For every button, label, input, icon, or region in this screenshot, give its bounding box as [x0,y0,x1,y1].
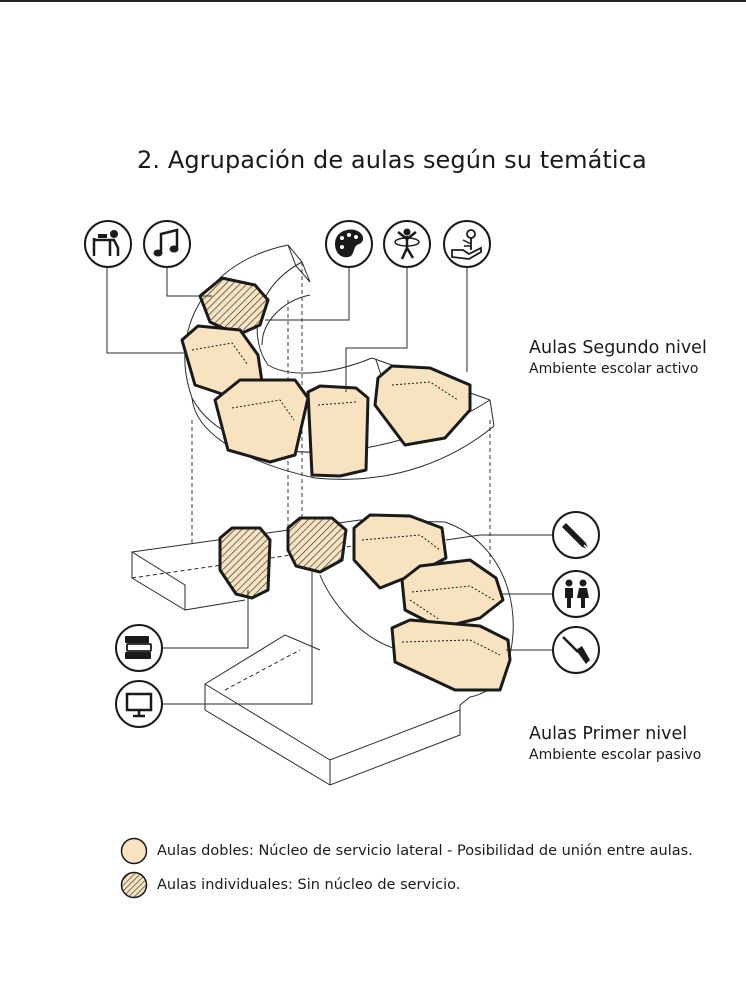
legend-label-individual: Aulas individuales: Sin núcleo de servic… [157,877,461,893]
lower-classrooms [218,513,512,692]
paint-palette-icon [325,220,373,268]
leader-lines [106,268,552,705]
dance-hoop-icon [383,220,431,268]
computer-icon [115,680,163,728]
solid-swatch-icon [120,837,148,865]
children-icon [552,570,600,618]
plant-in-hand-icon [443,220,491,268]
lower-level-subtitle: Ambiente escolar pasivo [529,747,702,763]
legend-label-double: Aulas dobles: Núcleo de servicio lateral… [157,843,693,859]
reading-desk-icon [84,220,132,268]
upper-classrooms [180,276,472,478]
classroom-lower-individual-2 [286,516,348,574]
classroom-lower-2 [400,558,505,630]
screwdriver-icon [552,626,600,674]
legend-item-individual: Aulas individuales: Sin núcleo de servic… [120,870,460,900]
lower-level-title: Aulas Primer nivel [529,724,688,744]
classroom-upper-individual [198,276,270,337]
classroom-upper-4 [373,364,472,447]
upper-level-title: Aulas Segundo nivel [529,338,707,358]
classroom-upper-1 [180,324,264,397]
classroom-lower-3 [390,618,512,692]
pencil-icon [552,511,600,559]
top-border [0,0,746,2]
books-icon [115,624,163,672]
hatched-swatch-icon [120,871,148,899]
classroom-lower-individual-1 [218,526,272,600]
music-note-icon [143,220,191,268]
legend-item-double: Aulas dobles: Núcleo de servicio lateral… [120,836,693,866]
classroom-upper-3 [306,384,370,478]
classroom-upper-2 [213,378,310,464]
page-title: 2. Agrupación de aulas según su temática [137,146,647,174]
upper-level-subtitle: Ambiente escolar activo [529,361,699,377]
